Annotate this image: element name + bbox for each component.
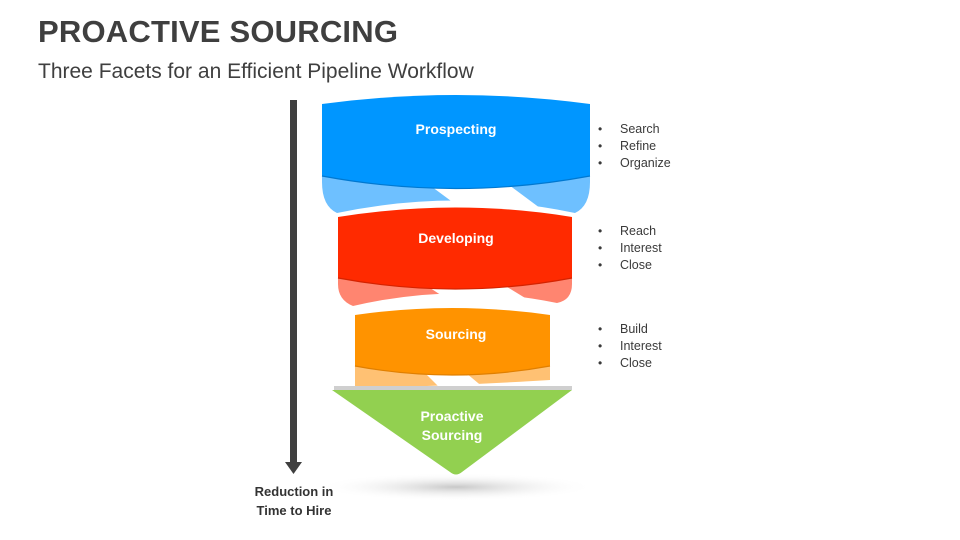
list-item: Interest: [598, 240, 662, 257]
list-item: Interest: [598, 338, 662, 355]
axis-label-line2: Time to Hire: [256, 503, 332, 518]
axis-label-line1: Reduction in: [254, 484, 334, 499]
list-item: Organize: [598, 155, 671, 172]
outcome-label-line2: Sourcing: [422, 427, 483, 443]
tier-developing-band: Developing: [337, 207, 573, 306]
list-item: Build: [598, 321, 662, 338]
list-item: Refine: [598, 138, 671, 155]
sourcing-bullet-list: Build Interest Close: [598, 321, 662, 372]
list-item: Reach: [598, 223, 662, 240]
page-subtitle: Three Facets for an Efficient Pipeline W…: [38, 60, 474, 83]
page-title: PROACTIVE SOURCING: [38, 14, 399, 49]
outcome-label-line1: Proactive: [420, 408, 483, 424]
tier-developing-label: Developing: [418, 230, 493, 246]
tier-sourcing-label: Sourcing: [426, 326, 487, 342]
tier-prospecting-band: Prospecting: [321, 95, 591, 215]
list-item: Search: [598, 121, 671, 138]
floor-shadow: [316, 473, 596, 501]
list-item: Close: [598, 355, 662, 372]
tier-sourcing-band: Sourcing: [354, 308, 551, 388]
prospecting-bullet-list: Search Refine Organize: [598, 121, 671, 172]
tier-prospecting-label: Prospecting: [416, 121, 497, 137]
developing-bullet-list: Reach Interest Close: [598, 223, 662, 274]
outcome-triangle: Proactive Sourcing: [332, 386, 572, 475]
axis-label: Reduction in Time to Hire: [236, 482, 352, 520]
time-axis-arrow: [285, 100, 302, 474]
list-item: Close: [598, 257, 662, 274]
